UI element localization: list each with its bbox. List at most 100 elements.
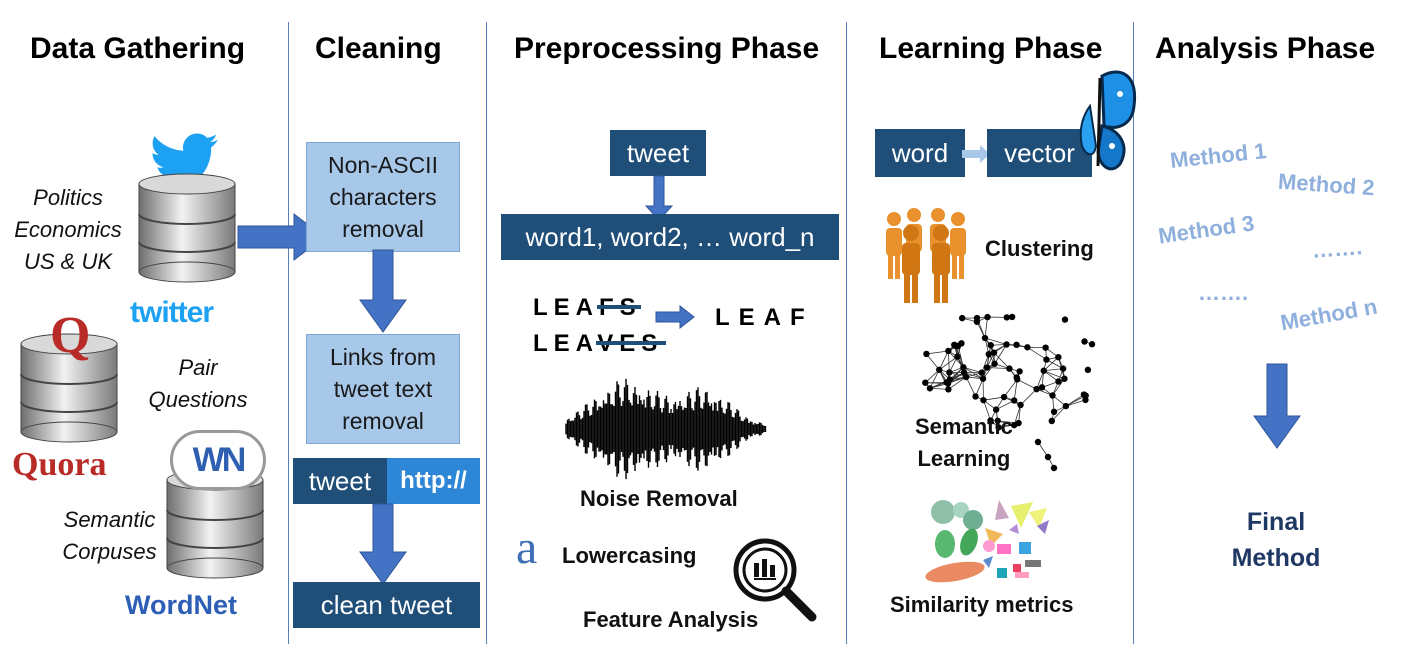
brain-node [1034,438,1042,446]
brain-link [1043,368,1064,372]
waveform-path [565,378,767,480]
brain-node [1010,397,1018,404]
brain-node [1006,365,1013,372]
method-3-label: Method 3 [1156,210,1256,249]
brain-node [979,375,987,382]
brain-node [1061,316,1069,323]
brain-node [1016,368,1023,375]
butterfly-icon [1079,70,1137,171]
links-removal-box: Links from tweet text removal [306,334,460,444]
brain-node [1059,365,1067,372]
divider-2 [486,22,487,644]
brain-node [1017,401,1024,409]
brain-node [1084,366,1092,374]
noise-waveform-icon [565,378,767,480]
brain-node [1044,453,1052,461]
words-box: word1, word2, … word_n [501,214,839,260]
brain-link [995,400,1015,410]
brain-node [945,347,952,355]
wordnet-badge-text: WN [192,440,247,479]
twitter-database-icon [138,173,236,283]
brain-node [1043,356,1050,363]
brain-node [1055,353,1062,361]
topic-pair: Pair [178,355,218,380]
brain-node [923,350,930,358]
brain-node [990,349,998,356]
brain-node [992,406,1000,413]
brain-node [1062,402,1070,410]
non-ascii-line2: characters [329,184,437,210]
brain-link [994,344,1007,364]
brain-link [1065,399,1086,407]
cleaning-tweet-box: tweet [293,458,387,504]
stem-result-leaf: LEAF [715,304,814,331]
brain-node [1049,392,1056,399]
wordnet-logo: WordNet [125,590,237,620]
arrow-down-2-icon [359,503,407,585]
brain-node [987,342,994,349]
noise-removal-label: Noise Removal [580,486,738,511]
brain-link [983,396,1005,401]
brain-node [1003,341,1010,348]
brain-link [1013,404,1021,426]
links-line1: Links from [329,344,437,370]
non-ascii-line3: removal [342,216,424,242]
header-learning: Learning Phase [879,32,1103,65]
brain-link [929,369,940,389]
brain-node [984,313,991,321]
brain-link [984,317,988,339]
lowercase-glyph-icon: a [512,518,560,574]
brain-link [1043,356,1059,372]
brain-node [1050,464,1058,472]
divider-3 [846,22,847,644]
brain-node [985,350,992,358]
final-line1: Final [1246,508,1306,536]
semantic-label-line2: Learning [917,446,1011,471]
brain-node [922,379,929,386]
brain-link [1036,370,1045,390]
brain-node [978,369,985,376]
brain-link [993,352,1010,369]
brain-link [1017,379,1037,390]
brain-link [984,337,1007,345]
method-dots-2-label: ……. [1198,280,1249,305]
brain-link [1027,346,1047,360]
brain-link [1043,370,1065,380]
clustering-people-icon [886,208,966,303]
brain-link [981,354,990,373]
brain-node [1061,375,1068,382]
brain-node [951,341,958,349]
links-line2: tweet text [333,376,433,402]
twitter-topics: Politics Economics US & UK [4,182,132,278]
brain-node [1082,396,1089,404]
word-to-vector-arrow-icon [962,145,990,163]
strike-leaves [596,341,666,345]
wordnet-badge-icon: WN [170,430,266,490]
method-n-label: Method n [1278,293,1380,336]
pre-tweet-box: tweet [610,130,706,176]
divider-4 [1133,22,1134,644]
brain-node [1013,374,1020,381]
brain-link [938,350,949,370]
brain-link [963,372,984,380]
magnifier-chart-icon [733,538,817,622]
feature-analysis-label: Feature Analysis [583,607,759,632]
brain-node [926,385,934,392]
arrow-tweet-to-words-icon [644,175,674,221]
topic-semantic: Semantic [63,507,156,532]
brain-node [960,364,967,371]
brain-link [1003,379,1018,398]
lowercasing-label: Lowercasing [562,543,697,568]
word-box: word [875,129,965,177]
brain-node [1040,367,1047,374]
brain-node [1013,341,1020,349]
brain-node [1042,344,1049,351]
brain-node [1000,393,1008,401]
brain-node [958,340,965,347]
brain-node [1008,313,1016,321]
vector-box: vector [987,129,1092,177]
brain-node [1048,417,1056,425]
brain-link [975,378,984,397]
method-2-label: Method 2 [1277,168,1376,201]
brain-node [1024,344,1031,351]
